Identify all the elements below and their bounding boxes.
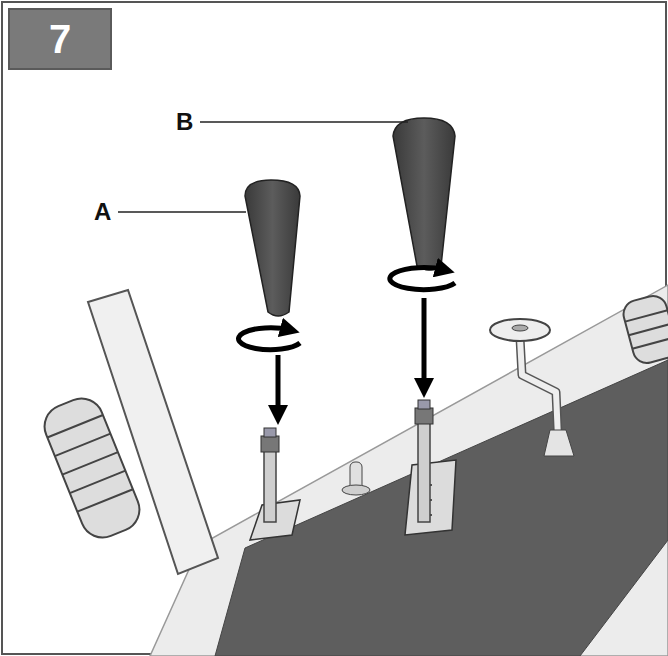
leader-line — [118, 211, 246, 213]
thread-nut — [261, 436, 279, 452]
knob — [393, 118, 455, 270]
thread-tip — [264, 428, 276, 437]
post-base — [342, 485, 370, 495]
lever-stem — [264, 450, 276, 522]
crank-knob — [490, 319, 550, 341]
control-panel — [215, 360, 668, 656]
leader-line — [200, 121, 408, 123]
crank-cap — [512, 325, 528, 331]
step-number: 7 — [49, 19, 71, 59]
right-grip — [620, 293, 668, 366]
thread-tip — [418, 400, 430, 409]
rotation-arrow — [390, 268, 455, 290]
machine-body — [150, 285, 668, 656]
thread-nut — [415, 408, 433, 424]
direction-arrow — [422, 298, 427, 388]
crank-boot — [544, 430, 574, 456]
rotation-arrow — [239, 328, 300, 350]
crank-rod — [520, 338, 558, 438]
step-number-box: 7 — [8, 8, 112, 70]
crank-rod — [520, 338, 558, 438]
part-label: B — [176, 110, 193, 134]
direction-arrow — [276, 355, 281, 415]
part-label: A — [94, 200, 111, 224]
handle-grip — [38, 392, 146, 544]
lever-stem — [418, 422, 430, 522]
knob — [245, 180, 300, 316]
